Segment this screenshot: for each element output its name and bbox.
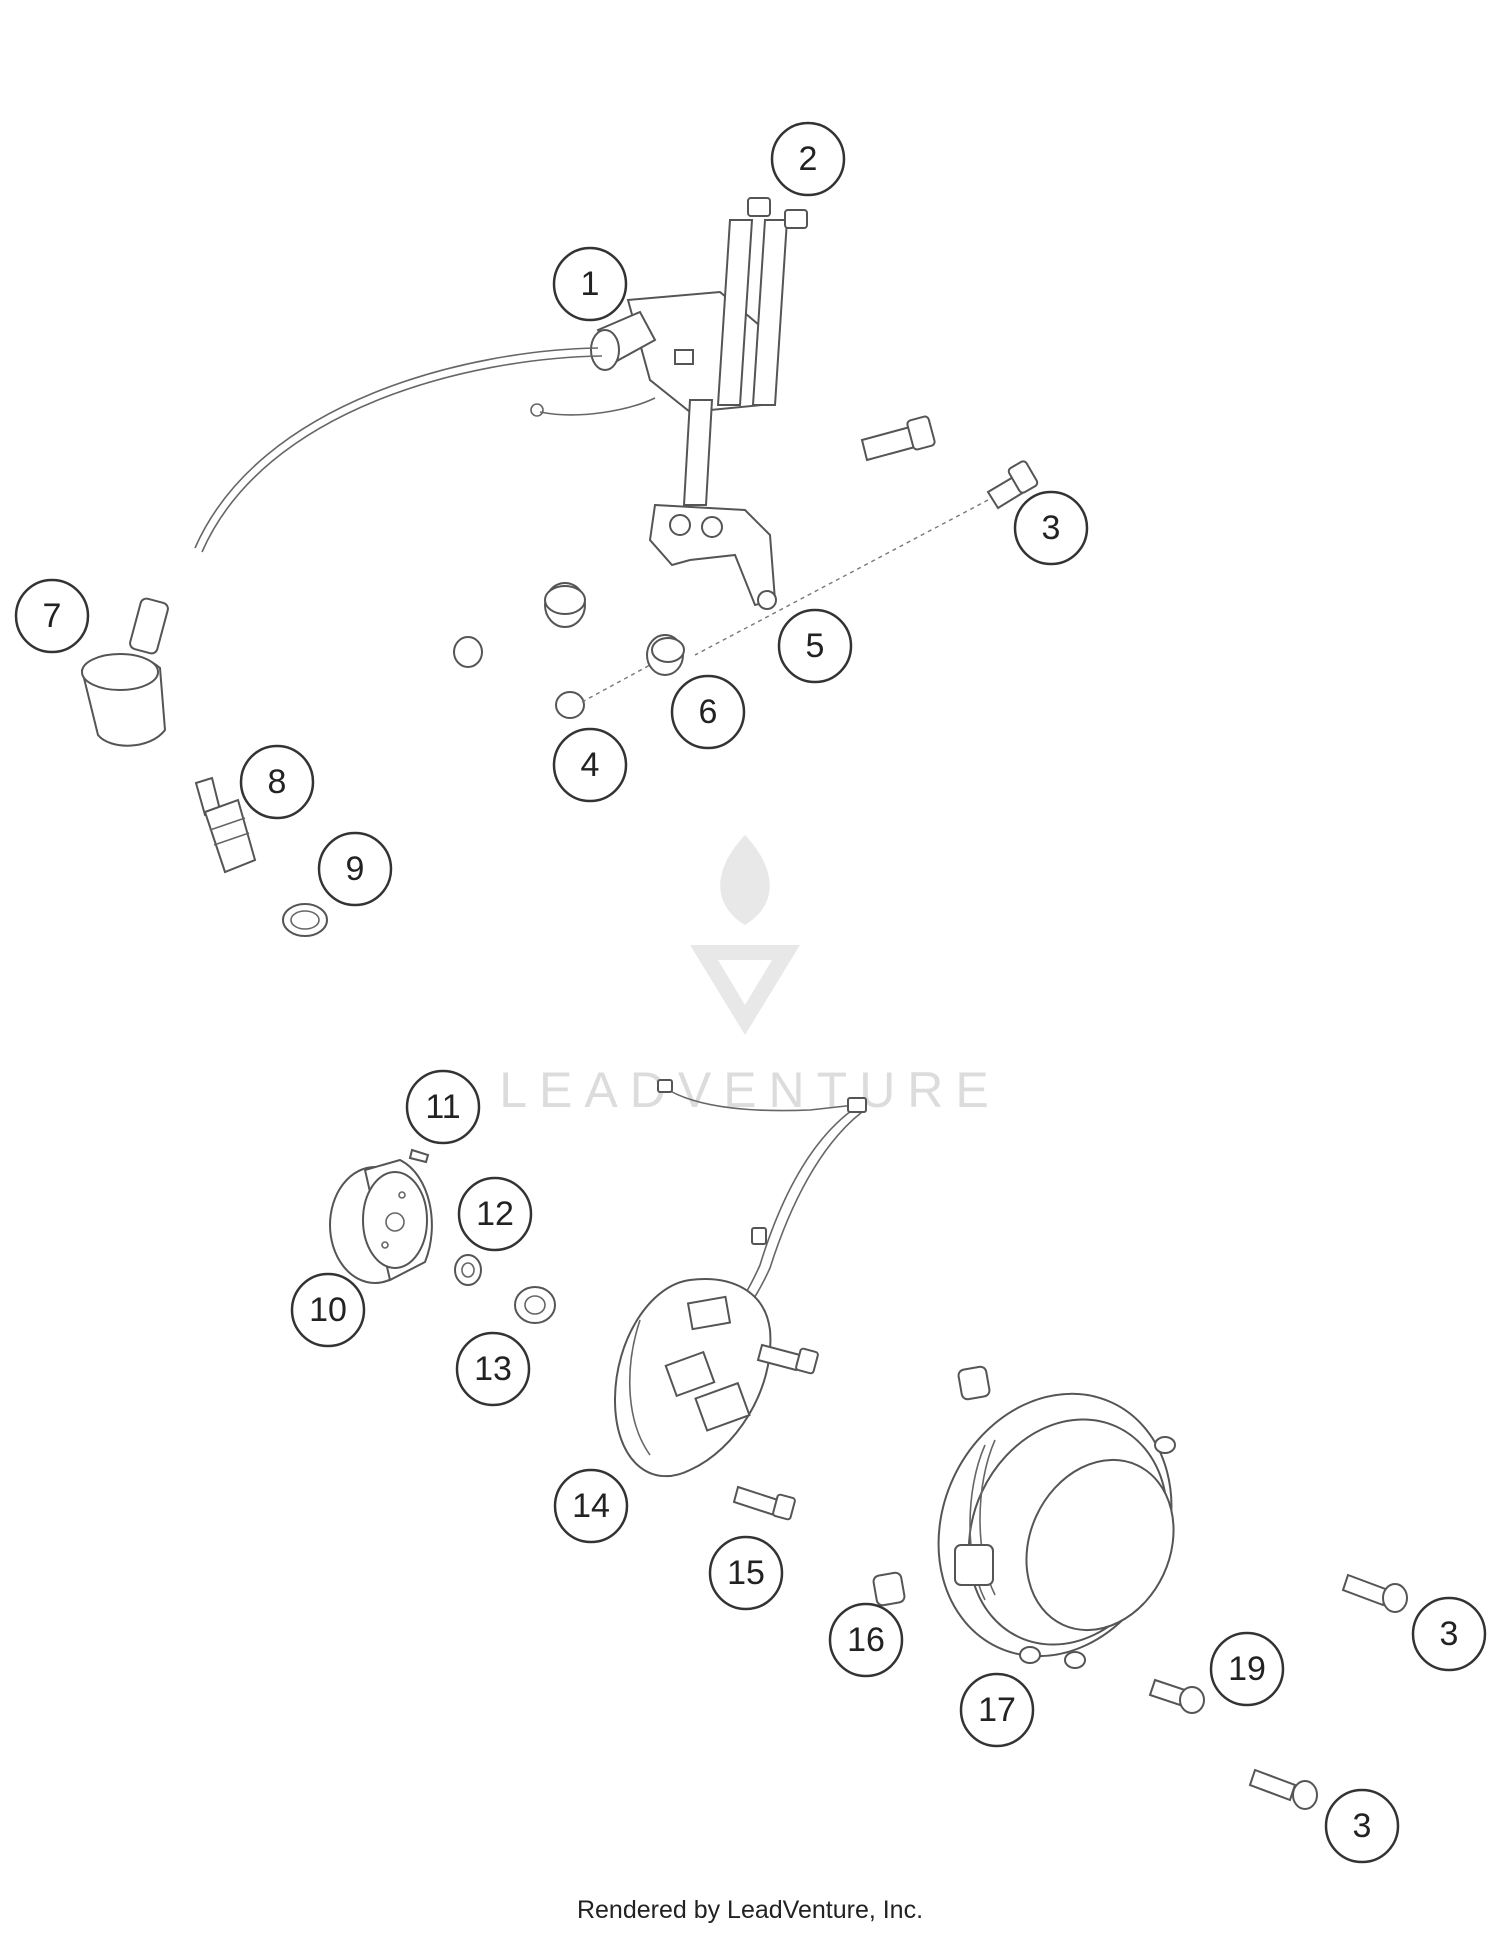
watermark-v-logo-icon [690, 945, 800, 1035]
sleeve-part-4 [555, 664, 651, 719]
screw-part-3 [694, 460, 1039, 656]
watermark-flame-icon [720, 835, 770, 925]
callout-2[interactable]: 2 [770, 121, 846, 197]
svg-text:9: 9 [346, 850, 365, 888]
svg-text:5: 5 [806, 627, 825, 665]
callout-4[interactable]: 4 [552, 727, 628, 803]
dowel-pin-part [957, 1365, 991, 1401]
rubber-bushing-part-6 [646, 634, 685, 676]
svg-text:4: 4 [581, 746, 600, 784]
callout-6[interactable]: 6 [670, 674, 746, 750]
callout-16[interactable]: 16 [828, 1602, 904, 1678]
callout-3-right[interactable]: 3 [1411, 1596, 1487, 1672]
dowel-pin-part-16 [872, 1571, 906, 1607]
callout-3-upper[interactable]: 3 [1013, 490, 1089, 566]
callout-5[interactable]: 5 [777, 608, 853, 684]
coil-bracket-part [648, 219, 789, 610]
sealing-ring-part [282, 903, 328, 937]
spark-plug-connector-part [80, 597, 169, 747]
generator-cover-part [937, 1392, 1176, 1669]
screw-part-15 [732, 1485, 796, 1521]
nut-part-13 [514, 1286, 556, 1324]
washer-part-12 [454, 1254, 482, 1286]
screw-part-19 [1148, 1678, 1205, 1714]
callout-14[interactable]: 14 [553, 1468, 629, 1544]
svg-text:12: 12 [476, 1195, 514, 1233]
svg-text:15: 15 [727, 1554, 765, 1592]
svg-text:7: 7 [43, 597, 62, 635]
svg-text:16: 16 [847, 1621, 885, 1659]
callout-17[interactable]: 17 [959, 1672, 1035, 1748]
svg-text:11: 11 [425, 1088, 460, 1126]
screw-part-3-right [1341, 1573, 1408, 1613]
screw-part-3-bottom [1248, 1768, 1318, 1810]
callout-11[interactable]: 11 [405, 1069, 481, 1145]
ignition-cable-part [194, 347, 656, 553]
rubber-bushing-part [453, 582, 586, 668]
screw-part-15-upper [756, 1343, 819, 1375]
stator-part [613, 1278, 772, 1478]
callout-13[interactable]: 13 [455, 1331, 531, 1407]
svg-text:2: 2 [799, 140, 818, 178]
rotor-part [329, 1158, 433, 1284]
callout-8[interactable]: 8 [239, 744, 315, 820]
screw-part-upper [860, 415, 936, 462]
svg-text:13: 13 [474, 1350, 512, 1388]
callout-15[interactable]: 15 [708, 1535, 784, 1611]
woodruff-key-part [408, 1148, 430, 1164]
svg-text:19: 19 [1228, 1650, 1266, 1688]
footer-credit: Rendered by LeadVenture, Inc. [576, 1896, 924, 1924]
screw-pair-part-2 [747, 197, 808, 229]
svg-text:6: 6 [699, 693, 718, 731]
callout-3-bottom[interactable]: 3 [1324, 1788, 1400, 1864]
callout-12[interactable]: 12 [457, 1176, 533, 1252]
svg-text:8: 8 [268, 763, 287, 801]
svg-text:1: 1 [581, 265, 600, 303]
svg-text:10: 10 [309, 1291, 347, 1329]
svg-text:17: 17 [978, 1691, 1016, 1729]
leadventure-watermark: LEADVENTURE [499, 835, 989, 1118]
callout-9[interactable]: 9 [317, 831, 393, 907]
callout-7[interactable]: 7 [14, 578, 90, 654]
callout-1[interactable]: 1 [552, 246, 628, 322]
svg-text:3: 3 [1042, 509, 1061, 547]
spark-plug-part [194, 776, 257, 874]
svg-text:14: 14 [572, 1487, 610, 1525]
callout-19[interactable]: 19 [1209, 1631, 1285, 1707]
svg-text:3: 3 [1440, 1615, 1459, 1653]
svg-text:3: 3 [1353, 1807, 1372, 1845]
callout-10[interactable]: 10 [290, 1272, 366, 1348]
